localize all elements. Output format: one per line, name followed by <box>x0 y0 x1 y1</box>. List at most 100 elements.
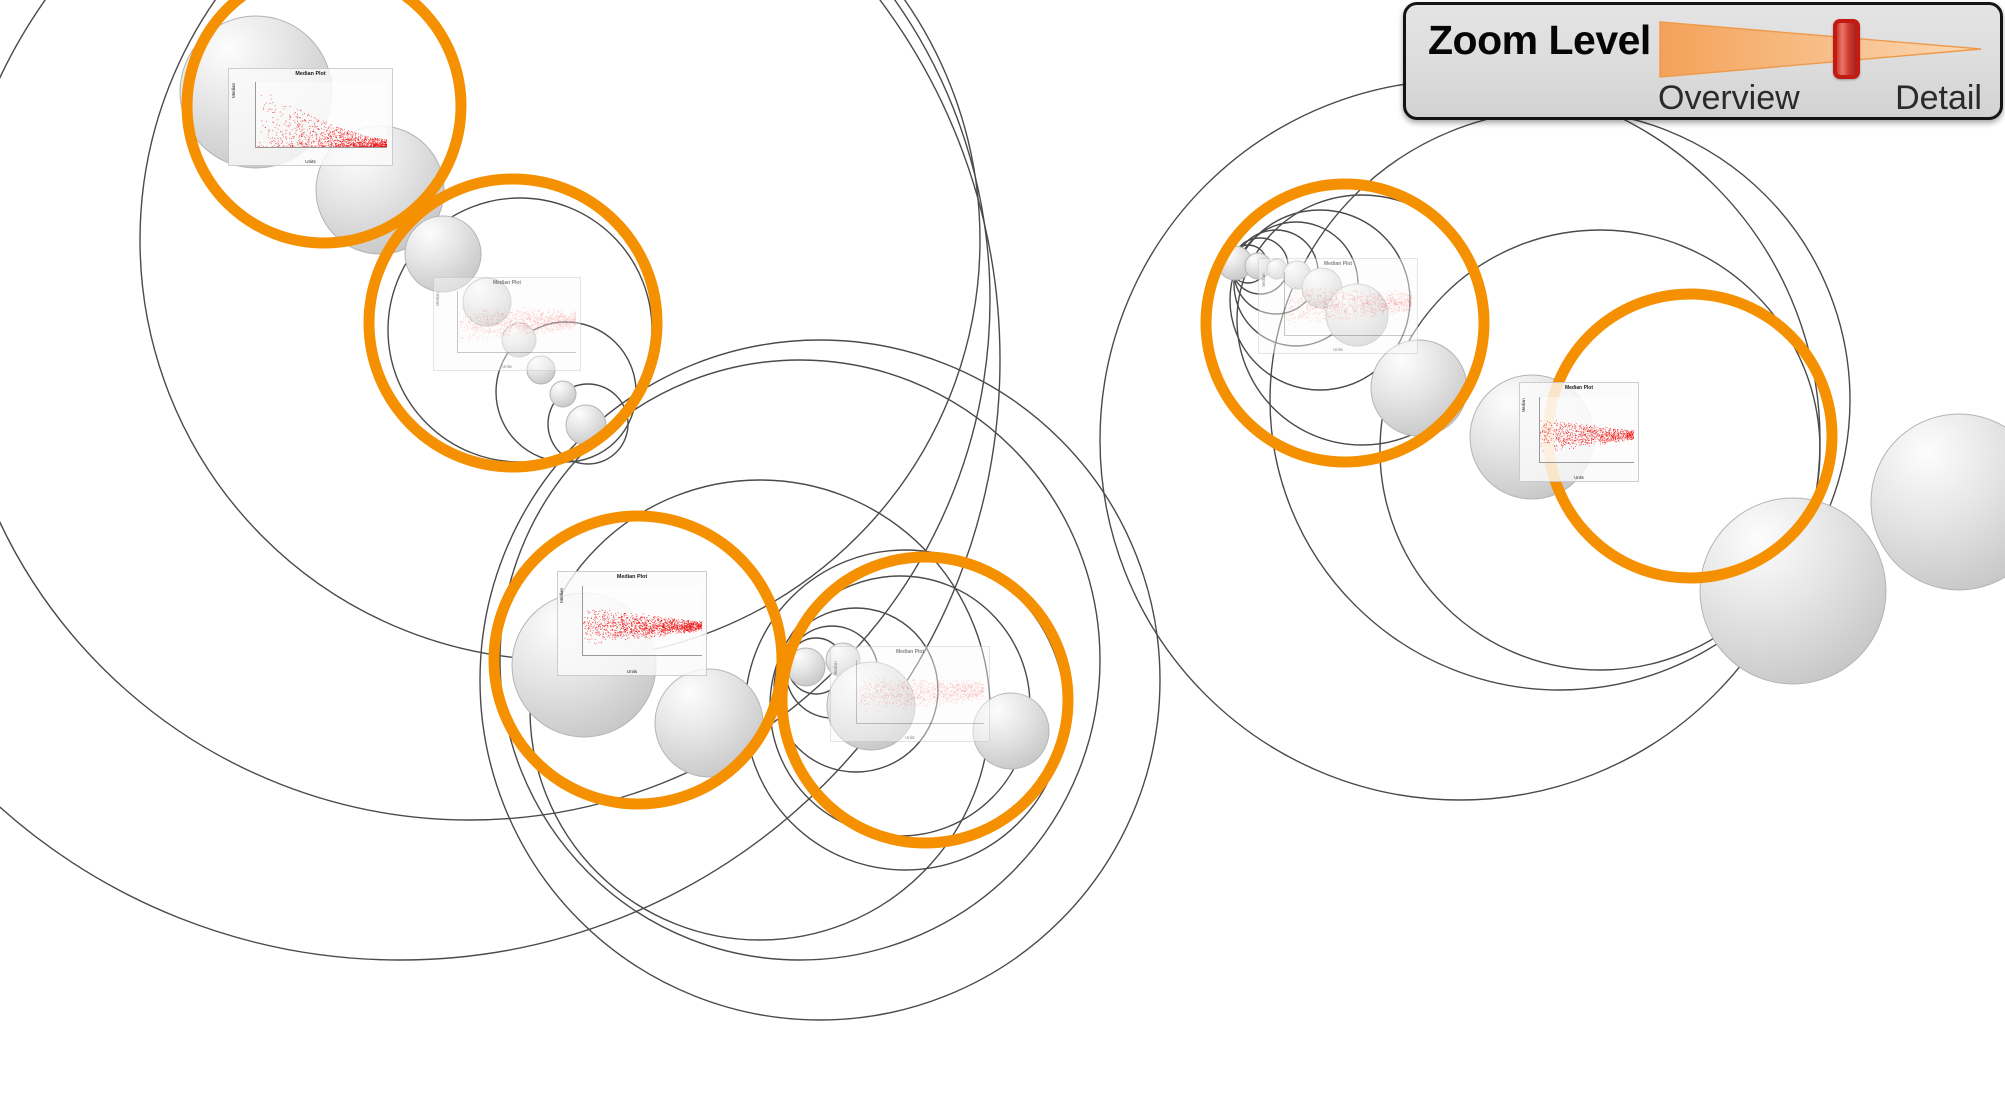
plot-x-tick: 100 <box>924 723 931 724</box>
plot-x-tick: 120 <box>1366 335 1373 336</box>
plot-x-tick: 100 <box>325 147 333 148</box>
plot-x-tick: 160 <box>1620 462 1627 463</box>
plot-title: Median Plot <box>1564 384 1594 391</box>
plot-x-tick: 80 <box>1339 335 1344 336</box>
plot-x-tick: 100 <box>645 655 653 656</box>
plot-x-tick: 80 <box>1580 462 1585 463</box>
plot-x-tick: 140 <box>354 147 362 148</box>
plot-x-tick: 80 <box>633 655 638 656</box>
plot-x-tick: 140 <box>1381 335 1388 336</box>
plot-x-tick: 140 <box>671 655 679 656</box>
plot-x-tick: 60 <box>897 723 902 724</box>
scatter-points <box>1285 272 1413 336</box>
median-plot-panel[interactable]: Median PlotMedianUnits908070605040302010… <box>433 277 581 371</box>
plot-axes-area: 9080706050403020100020406080100120140160… <box>255 82 388 148</box>
plot-x-tick: 100 <box>520 352 527 353</box>
plot-x-axis-label: Units <box>905 735 915 741</box>
sphere-node[interactable] <box>1870 413 2005 591</box>
median-plot-panel[interactable]: Median PlotMedianUnits908070605040302010… <box>228 68 393 166</box>
sphere-node[interactable] <box>1370 339 1468 437</box>
outline-circle[interactable] <box>1099 79 1821 801</box>
ring-cluster-d[interactable] <box>776 551 1074 849</box>
plot-x-tick: 20 <box>1548 462 1553 463</box>
plot-x-tick: 180 <box>1631 462 1635 463</box>
plot-x-tick: 0 <box>857 723 858 724</box>
plot-x-tick: 180 <box>572 352 576 353</box>
plot-x-tick: 40 <box>607 655 612 656</box>
median-plot-panel[interactable]: Median PlotMedianUnits908070605040302010… <box>557 571 707 676</box>
median-plot-panel[interactable]: Median PlotMedianUnits908070605040302010… <box>1258 258 1418 354</box>
plot-x-tick: 0 <box>458 352 459 353</box>
plot-y-axis-label: Median <box>230 82 236 98</box>
plot-x-tick: 160 <box>685 655 693 656</box>
ring-cluster-a[interactable] <box>181 0 467 249</box>
outline-circle[interactable] <box>0 0 1001 961</box>
plot-x-axis-label: Units <box>1333 347 1343 353</box>
plot-x-tick: 20 <box>469 352 474 353</box>
sphere-node[interactable] <box>1699 497 1887 685</box>
zoom-level-title: Zoom Level <box>1428 17 1651 63</box>
median-plot-panel[interactable]: Median PlotMedianUnits908070605040302010… <box>1519 382 1639 482</box>
plot-x-tick: 60 <box>1325 335 1330 336</box>
plot-x-tick: 80 <box>508 352 513 353</box>
plot-x-tick: 140 <box>546 352 553 353</box>
plot-x-tick: 120 <box>1599 462 1606 463</box>
zoom-label-overview: Overview <box>1658 79 1800 117</box>
plot-title: Median Plot <box>895 648 925 655</box>
outline-circle[interactable] <box>0 0 991 821</box>
plot-x-tick: 180 <box>698 655 702 656</box>
plot-x-tick: 60 <box>495 352 500 353</box>
plot-axes-area: 9080706050403020100020406080100120140160… <box>1284 272 1413 337</box>
plot-x-tick: 60 <box>1569 462 1574 463</box>
plot-axes-area: 9080706050403020100020406080100120140160… <box>856 660 985 725</box>
sphere-node[interactable] <box>404 215 482 293</box>
plot-x-tick: 40 <box>1559 462 1564 463</box>
plot-x-tick: 160 <box>967 723 974 724</box>
plot-axes-area: 9080706050403020100020406080100120140160… <box>1538 396 1635 464</box>
sphere-node[interactable] <box>549 380 577 408</box>
plot-x-tick: 120 <box>658 655 666 656</box>
plot-y-axis-label: Median <box>435 291 441 306</box>
outline-circle[interactable] <box>547 383 629 465</box>
sphere-node[interactable] <box>972 692 1050 770</box>
plot-x-tick: 0 <box>582 655 584 656</box>
outline-circle[interactable] <box>1379 229 1821 671</box>
plot-x-tick: 0 <box>1540 462 1541 463</box>
outline-circle[interactable] <box>479 339 1161 1021</box>
plot-axes-area: 9080706050403020100020406080100120140160… <box>581 586 702 657</box>
plot-x-axis-label: Units <box>1574 475 1584 481</box>
plot-x-tick: 140 <box>953 723 960 724</box>
plot-y-axis-label: Median <box>1521 398 1527 413</box>
outline-circle[interactable] <box>499 359 1101 961</box>
plot-x-axis-label: Units <box>626 668 638 674</box>
scatter-points <box>1539 396 1635 463</box>
zoom-wedge-track[interactable] <box>1658 19 1983 81</box>
plot-y-axis-label: Median <box>559 587 565 603</box>
median-plot-panel[interactable]: Median PlotMedianUnits908070605040302010… <box>830 646 990 742</box>
plot-x-tick: 40 <box>283 147 288 148</box>
plot-x-tick: 140 <box>1610 462 1617 463</box>
zoom-label-detail: Detail <box>1895 79 1982 117</box>
plot-x-tick: 160 <box>369 147 377 148</box>
plot-x-axis-label: Units <box>305 159 316 165</box>
plot-x-tick: 160 <box>559 352 566 353</box>
plot-x-tick: 120 <box>533 352 540 353</box>
plot-x-tick: 180 <box>981 723 985 724</box>
scatter-points <box>256 82 388 147</box>
sphere-node[interactable] <box>526 355 556 385</box>
ring-cluster-e[interactable] <box>1200 178 1490 468</box>
plot-x-tick: 20 <box>268 147 273 148</box>
zoom-level-widget[interactable]: Zoom Level Overview Detail <box>1403 2 2003 120</box>
zoom-slider-handle[interactable] <box>1833 19 1860 79</box>
plot-x-tick: 40 <box>883 723 888 724</box>
plot-x-tick: 100 <box>1589 462 1596 463</box>
plot-x-tick: 60 <box>620 655 625 656</box>
plot-x-tick: 160 <box>1395 335 1402 336</box>
plot-x-tick: 0 <box>255 147 257 148</box>
ring-cluster-b[interactable] <box>363 173 663 473</box>
plot-x-tick: 60 <box>297 147 302 148</box>
plot-y-axis-label: Median <box>1260 273 1266 288</box>
plot-title: Median Plot <box>1323 260 1353 267</box>
plot-axes-area: 9080706050403020100020406080100120140160… <box>457 290 576 354</box>
